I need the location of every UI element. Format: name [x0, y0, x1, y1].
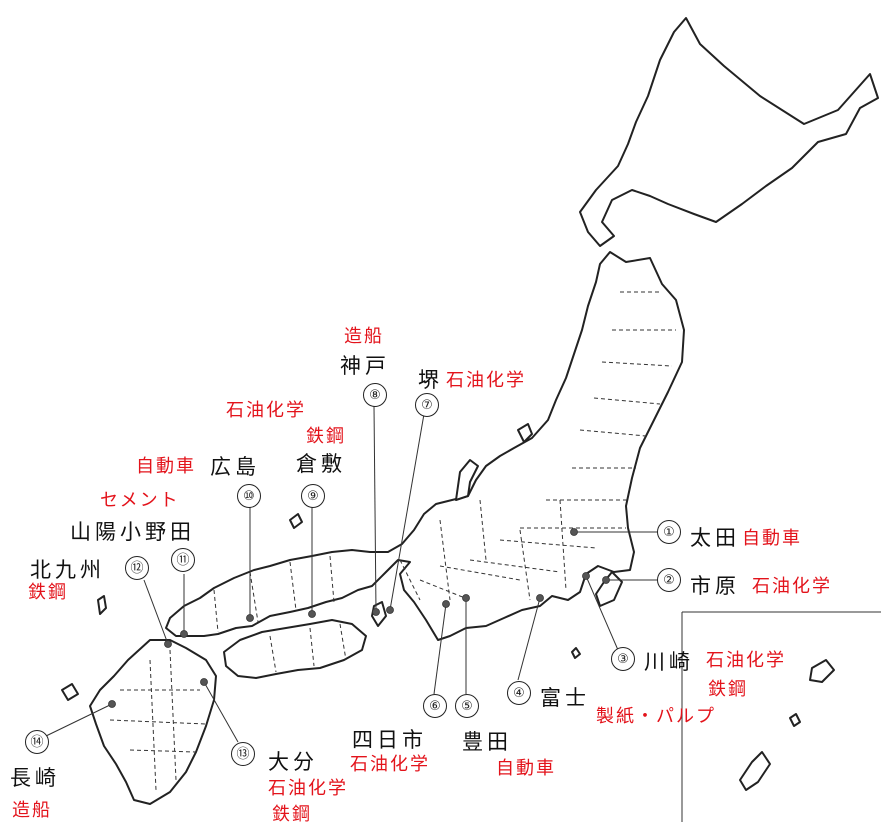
amami-island [809, 659, 835, 683]
city-label-kobe: 神戸 [340, 354, 390, 378]
industry-label-oita-1: 石油化学 [268, 778, 348, 799]
marker-number-6: ⑥ [423, 694, 447, 718]
marker-number-3: ③ [611, 647, 635, 671]
city-label-ichihara: 市原 [690, 574, 740, 598]
hokkaido-outline [579, 17, 879, 247]
boso-peninsula [595, 571, 623, 607]
shikoku-outline [223, 619, 367, 679]
city-label-kurashiki: 倉敷 [296, 452, 346, 476]
marker-number-4: ④ [507, 681, 531, 705]
city-label-sanyo-onoda: 山陽小野田 [70, 520, 195, 544]
marker-number-12: ⑫ [125, 556, 149, 580]
okinawa-main-island [739, 751, 771, 791]
industry-label-oita-2: 鉄鋼 [272, 804, 312, 825]
industry-label-kawasaki-2: 鉄鋼 [708, 679, 748, 700]
city-label-sakai: 堺 [418, 368, 443, 392]
industry-label-yokkaichi: 石油化学 [350, 754, 430, 775]
okinawa-inset-frame [681, 611, 881, 822]
industry-label-kurashiki-1: 石油化学 [226, 400, 306, 421]
location-dots [108, 528, 610, 708]
small-inset-island [789, 713, 801, 727]
city-label-hiroshima: 広島 [210, 455, 260, 479]
city-label-oita: 大分 [268, 750, 318, 774]
industry-label-ichihara: 石油化学 [752, 576, 832, 597]
marker-number-8: ⑧ [363, 383, 387, 407]
industry-label-sanyo-onoda: セメント [100, 490, 180, 511]
izu-island [571, 647, 581, 659]
industry-label-kobe: 造船 [344, 326, 384, 347]
marker-number-14: ⑭ [25, 730, 49, 754]
leader-lines [45, 405, 658, 743]
tsushima-island [97, 595, 107, 615]
city-label-toyota: 豊田 [462, 730, 512, 754]
sado-island [517, 423, 533, 443]
noto-peninsula [455, 459, 479, 501]
prefecture-boundaries [109, 291, 676, 791]
oki-island [289, 513, 303, 529]
industry-label-kitakyushu: 鉄鋼 [28, 582, 68, 603]
industry-label-fuji: 製紙・パルプ [596, 706, 716, 727]
marker-number-5: ⑤ [455, 694, 479, 718]
city-label-kitakyushu: 北九州 [30, 558, 105, 582]
city-label-ota: 太田 [690, 526, 740, 550]
city-label-fuji: 富士 [540, 686, 590, 710]
industry-label-toyota: 自動車 [496, 758, 556, 779]
honshu-outline [165, 251, 685, 641]
industry-label-sakai: 石油化学 [446, 370, 526, 391]
marker-number-1: ① [657, 520, 681, 544]
marker-number-9: ⑨ [301, 484, 325, 508]
marker-number-11: ⑪ [171, 548, 195, 572]
industry-label-ota: 自動車 [742, 528, 802, 549]
industry-label-nagasaki: 造船 [12, 800, 52, 821]
marker-number-7: ⑦ [415, 393, 439, 417]
industry-label-kawasaki-1: 石油化学 [706, 650, 786, 671]
marker-number-2: ② [657, 568, 681, 592]
city-label-yokkaichi: 四日市 [352, 728, 427, 752]
industry-label-kurashiki-2: 鉄鋼 [306, 426, 346, 447]
industry-label-hiroshima: 自動車 [136, 456, 196, 477]
city-label-kawasaki: 川崎 [644, 650, 694, 674]
goto-islands [61, 683, 79, 701]
marker-number-13: ⑬ [231, 742, 255, 766]
marker-number-10: ⑩ [237, 484, 261, 508]
city-label-nagasaki: 長崎 [10, 766, 60, 790]
